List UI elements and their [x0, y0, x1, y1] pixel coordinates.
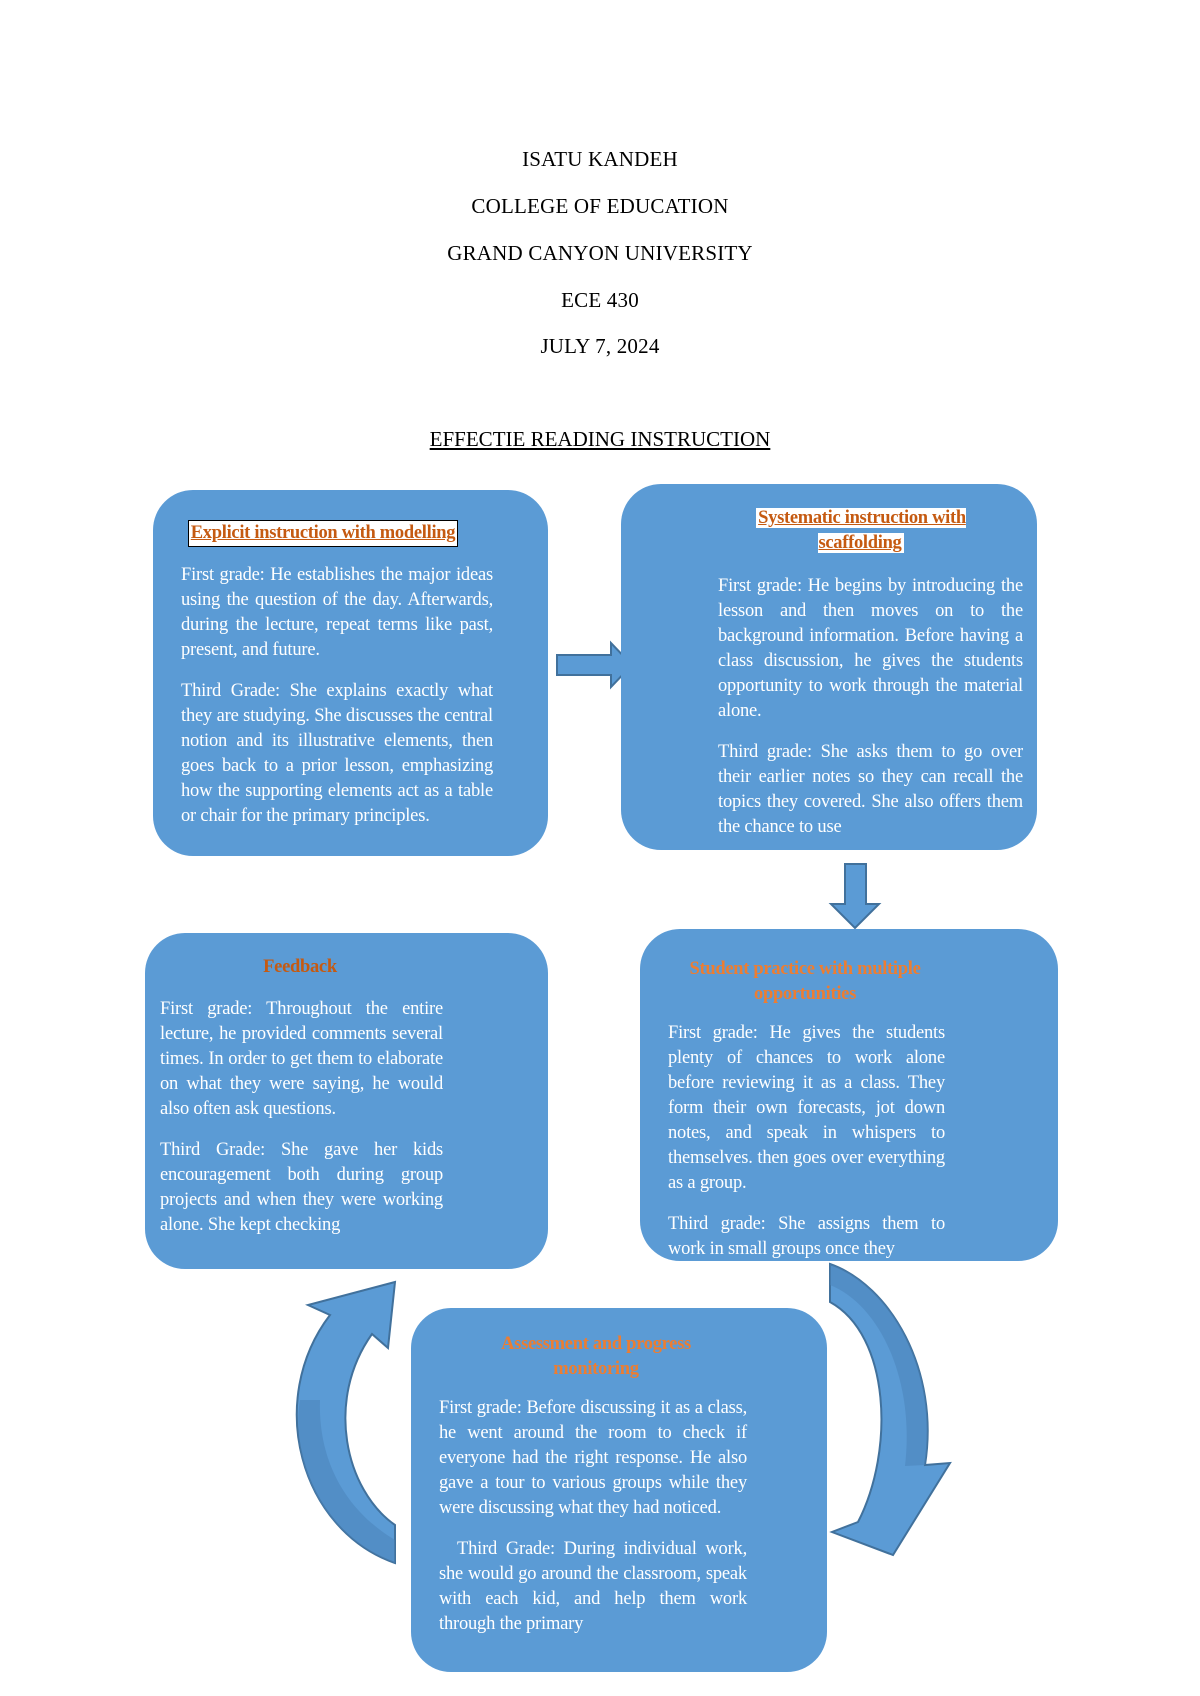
explicit-instruction-body: First grade: He establishes the major id… — [181, 563, 493, 845]
course-code: ECE 430 — [561, 288, 639, 312]
systematic-first-grade: First grade: He begins by introducing th… — [718, 576, 1023, 721]
document-title: EFFECTIE READING INSTRUCTION — [429, 427, 771, 451]
assessment-box: Assessment and progress monitoring First… — [411, 1308, 827, 1672]
explicit-instruction-box: Explicit instruction with modelling Firs… — [153, 490, 548, 856]
assessment-first-grade: First grade: Before discussing it as a c… — [439, 1398, 747, 1518]
down-arrow-icon — [828, 863, 882, 930]
assessment-title: Assessment and progress monitoring — [501, 1334, 691, 1379]
assessment-body: First grade: Before discussing it as a c… — [439, 1396, 747, 1653]
document-date: JULY 7, 2024 — [540, 334, 660, 358]
explicit-instruction-title: Explicit instruction with modelling — [153, 520, 493, 547]
explicit-first-grade: First grade: He establishes the major id… — [181, 565, 493, 660]
university-name: GRAND CANYON UNIVERSITY — [447, 241, 753, 265]
practice-first-grade: First grade: He gives the students plent… — [668, 1023, 945, 1193]
systematic-third-grade: Third grade: She asks them to go over th… — [718, 742, 1023, 837]
curved-arrow-right-icon — [829, 1262, 952, 1557]
feedback-body: First grade: Throughout the entire lectu… — [160, 997, 443, 1254]
systematic-instruction-box: Systematic instruction with scaffolding … — [621, 484, 1037, 850]
practice-third-grade: Third grade: She assigns them to work in… — [668, 1214, 945, 1259]
systematic-instruction-title: Systematic instruction with scaffolding — [756, 508, 966, 553]
student-practice-box: Student practice with multiple opportuni… — [640, 929, 1058, 1261]
feedback-title: Feedback — [263, 957, 337, 977]
college-name: COLLEGE OF EDUCATION — [471, 194, 729, 218]
systematic-instruction-body: First grade: He begins by introducing th… — [718, 574, 1023, 850]
feedback-box: Feedback First grade: Throughout the ent… — [145, 933, 548, 1269]
student-practice-title: Student practice with multiple opportuni… — [689, 959, 921, 1004]
assessment-third-grade: Third Grade: During individual work, she… — [439, 1539, 747, 1634]
author-name: ISATU KANDEH — [522, 147, 678, 171]
explicit-third-grade: Third Grade: She explains exactly what t… — [181, 681, 493, 826]
feedback-third-grade: Third Grade: She gave her kids encourage… — [160, 1140, 443, 1235]
feedback-first-grade: First grade: Throughout the entire lectu… — [160, 999, 443, 1119]
student-practice-body: First grade: He gives the students plent… — [668, 1021, 945, 1261]
